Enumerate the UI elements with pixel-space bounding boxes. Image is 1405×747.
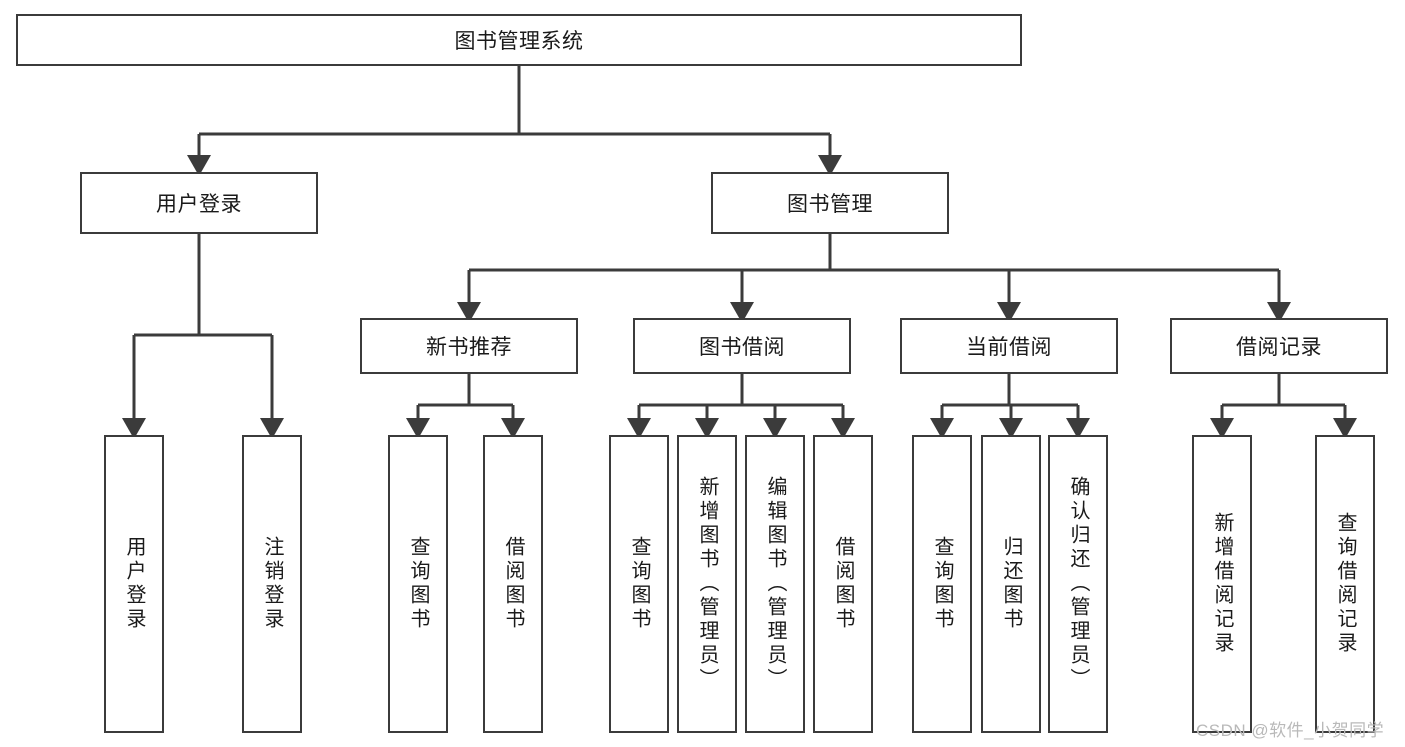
leaf-add-book-admin[interactable]: 新增图书（管理员） — [677, 435, 737, 733]
watermark: CSDN @软件_小贺同学 — [1196, 721, 1385, 740]
node-new-book-recommend[interactable]: 新书推荐 — [360, 318, 578, 374]
node-book-management-label: 图书管理 — [787, 193, 873, 216]
node-book-borrow[interactable]: 图书借阅 — [633, 318, 851, 374]
node-user-login-label: 用户登录 — [156, 193, 242, 216]
leaf-search-book-borrow[interactable]: 查询图书 — [609, 435, 669, 733]
node-user-login[interactable]: 用户登录 — [80, 172, 318, 234]
leaf-label: 查询图书 — [407, 536, 429, 632]
node-borrow-records[interactable]: 借阅记录 — [1170, 318, 1388, 374]
leaf-add-borrow-record[interactable]: 新增借阅记录 — [1192, 435, 1252, 733]
leaf-search-borrow-record[interactable]: 查询借阅记录 — [1315, 435, 1375, 733]
leaf-label: 归还图书 — [1000, 536, 1022, 632]
leaf-borrow-book[interactable]: 借阅图书 — [813, 435, 873, 733]
node-book-borrow-label: 图书借阅 — [699, 336, 785, 359]
leaf-search-book-recommend[interactable]: 查询图书 — [388, 435, 448, 733]
node-current-borrow[interactable]: 当前借阅 — [900, 318, 1118, 374]
leaf-label: 确认归还（管理员） — [1067, 476, 1089, 692]
leaf-confirm-return-admin[interactable]: 确认归还（管理员） — [1048, 435, 1108, 733]
leaf-label: 新增图书（管理员） — [696, 476, 718, 692]
leaf-label: 查询图书 — [628, 536, 650, 632]
leaf-label: 新增借阅记录 — [1211, 512, 1233, 656]
node-book-management[interactable]: 图书管理 — [711, 172, 949, 234]
node-borrow-records-label: 借阅记录 — [1236, 336, 1322, 359]
leaf-user-logout[interactable]: 注销登录 — [242, 435, 302, 733]
node-current-borrow-label: 当前借阅 — [966, 336, 1052, 359]
leaf-label: 借阅图书 — [502, 536, 524, 632]
leaf-label: 用户登录 — [123, 536, 145, 632]
leaf-edit-book-admin[interactable]: 编辑图书（管理员） — [745, 435, 805, 733]
node-new-book-recommend-label: 新书推荐 — [426, 336, 512, 359]
leaf-label: 借阅图书 — [832, 536, 854, 632]
leaf-user-login[interactable]: 用户登录 — [104, 435, 164, 733]
leaf-borrow-book-recommend[interactable]: 借阅图书 — [483, 435, 543, 733]
leaf-label: 查询图书 — [931, 536, 953, 632]
node-root[interactable]: 图书管理系统 — [16, 14, 1022, 66]
leaf-label: 编辑图书（管理员） — [764, 476, 786, 692]
leaf-search-book-current[interactable]: 查询图书 — [912, 435, 972, 733]
leaf-label: 查询借阅记录 — [1334, 512, 1356, 656]
leaf-return-book[interactable]: 归还图书 — [981, 435, 1041, 733]
leaf-label: 注销登录 — [261, 536, 283, 632]
node-root-label: 图书管理系统 — [454, 30, 584, 53]
